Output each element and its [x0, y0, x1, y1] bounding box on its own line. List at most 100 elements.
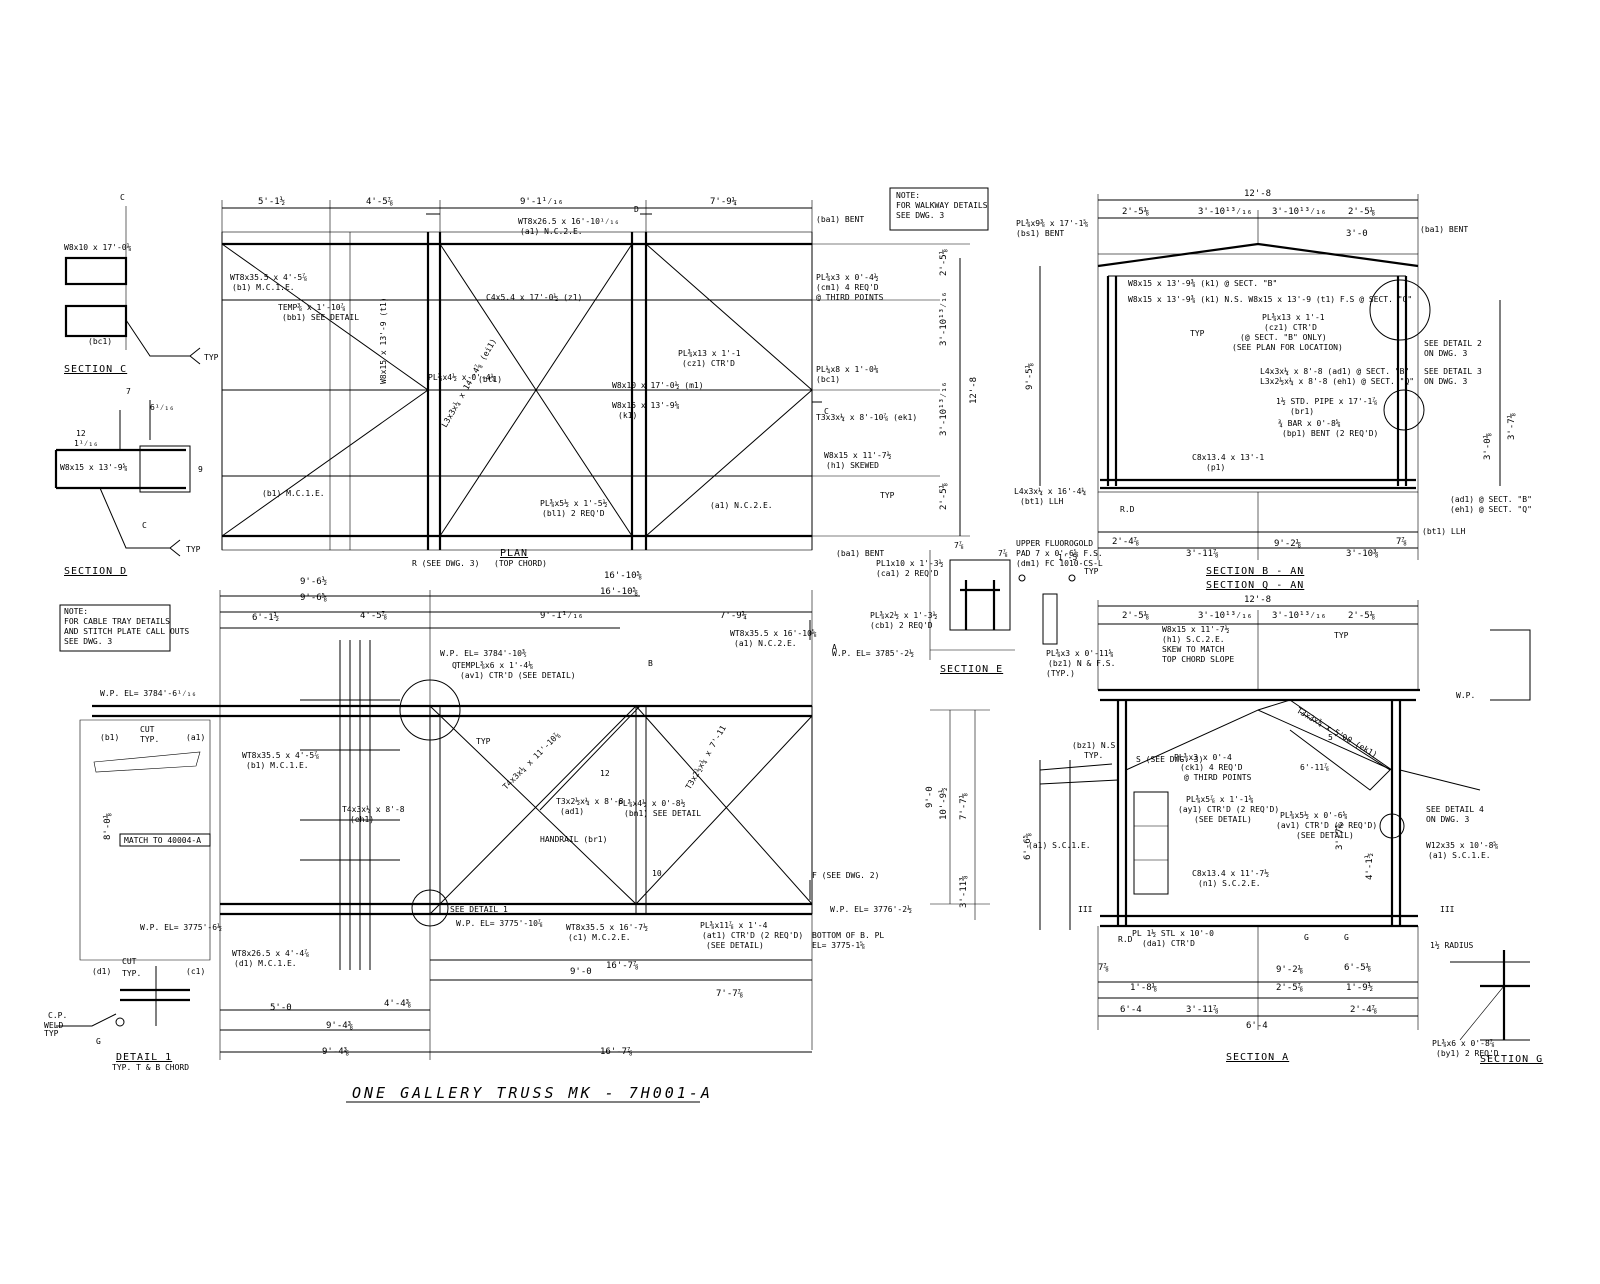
section-a-top-dim: 3'-10¹³⁄₁₆ — [1198, 611, 1252, 621]
plan-member-label: (a1) N.C.2.E. — [520, 227, 583, 236]
elevation-left-dim: 10'-9½ — [938, 787, 949, 820]
section-b-top-dim: 2'-5⅛ — [1348, 207, 1375, 217]
elevation-member-label: (bn1) SEE DETAIL — [624, 809, 701, 818]
section-e-label: PL⅜x2½ x 1'-3½ — [870, 610, 938, 620]
plan-member-label: C4x5.4 x 17'-0½ (z1) — [486, 292, 582, 302]
detail-1-label: G — [96, 1037, 101, 1046]
detail-1-label: (d1) — [92, 967, 111, 976]
section-a-bottom-dim: 2'-4⅞ — [1350, 1005, 1377, 1015]
plan-member-label: (k1) — [618, 411, 637, 420]
plan-member-label: R (SEE DWG. 3) — [412, 559, 479, 568]
section-title-detail-1-sub: TYP. T & B CHORD — [112, 1063, 189, 1072]
elevation-member-label: PL⅜x11⅞ x 1'-4 — [700, 921, 768, 930]
elevation-top-dim: 7'-9¼ — [720, 611, 747, 621]
elevation-member-label: Q — [452, 661, 457, 670]
section-e-label: TYP — [1084, 567, 1099, 576]
plan-member-label: (a1) N.C.2.E. — [710, 501, 773, 510]
section-a-label: W8x15 x 11'-7½ — [1162, 624, 1230, 634]
section-b-label: L3x2½x¼ x 8'-8 (eh1) @ SECT. "Q" — [1260, 376, 1414, 386]
section-e-label: (TYP.) — [1046, 669, 1075, 678]
section-e-label: 7⅞ — [954, 541, 964, 550]
section-b-label: (cz1) CTR'D — [1264, 323, 1317, 332]
section-a-bottom-dim: 6'-4 — [1246, 1021, 1268, 1031]
section-a-bottom-dim: 1'-8⅛ — [1130, 983, 1157, 993]
plan-member-label: PL⅜x4½ x 0'-4¼ — [428, 372, 496, 382]
plan-member-label: W8x15 x 13'-9⅝ — [612, 401, 680, 410]
note-cable-tray-line: FOR CABLE TRAY DETAILS — [64, 617, 170, 626]
plan-member-label: C — [824, 407, 829, 416]
plan-member-label: W8x15 x 13'-9 (t1) — [379, 297, 388, 384]
elevation-bottom-dim: 7'-7⅞ — [716, 989, 743, 999]
elevation-member-label: (b1) M.C.1.E. — [246, 761, 309, 770]
section-b-top-dim: 12'-8 — [1244, 189, 1271, 199]
plan-member-label: W8x10 x 17'-0½ (m1) — [612, 380, 704, 390]
section-a-label: (h1) S.C.2.E. — [1162, 635, 1225, 644]
elevation-member-label: (av1) CTR'D (SEE DETAIL) — [460, 671, 576, 680]
note-cable-tray-line: NOTE: — [64, 607, 88, 616]
plan-member-label: (b1) M.C.1.E. — [262, 489, 325, 498]
section-g-label: 1½ RADIUS — [1430, 940, 1474, 950]
section-e-label: PL⅜x3 x 0'-11⅝ — [1046, 649, 1114, 658]
plan-member-label: @ THIRD POINTS — [816, 293, 884, 302]
section-e-label: (ba1) BENT — [836, 549, 884, 558]
section-b-label: SEE DETAIL 3 — [1424, 367, 1482, 376]
section-d-label: 6¹⁄₁₆ — [150, 403, 174, 412]
section-g-label: (by1) 2 REQ'D — [1436, 1049, 1499, 1058]
section-a-bottom-dim: 9'-2⅛ — [1276, 965, 1303, 975]
detail-1-label: C.P. — [48, 1011, 67, 1020]
section-title-plan-sub: (TOP CHORD) — [494, 559, 547, 568]
plan-member-label: (bc1) — [816, 375, 840, 384]
plan-member-label: (bt1) — [478, 375, 502, 384]
elevation-top-dim: 9'-1¹⁄₁₆ — [540, 611, 583, 621]
section-e-view — [929, 550, 1076, 660]
section-a-side-dim: 4'-1½ — [1364, 853, 1375, 880]
elevation-wp-label: W.P. EL= 3785'-2½ — [832, 648, 914, 658]
section-b-label: (bs1) BENT — [1016, 229, 1064, 238]
plan-top-dim: 4'-5⅞ — [366, 197, 393, 207]
section-d-label: 7 — [126, 387, 131, 396]
section-a-label: 6'-11⅞ — [1300, 763, 1329, 772]
plan-view — [221, 187, 989, 551]
elevation-member-label: (a1) — [186, 733, 205, 742]
elevation-wp-label: W.P. EL= 3784'-10⅗ — [440, 649, 527, 658]
section-b-label: C8x13.4 x 13'-1 — [1192, 453, 1264, 462]
section-b-label: (p1) — [1206, 463, 1225, 472]
plan-member-label: D — [634, 205, 639, 214]
section-b-label: (eh1) @ SECT. "Q" — [1450, 505, 1532, 514]
elevation-member-label: (a1) N.C.2.E. — [734, 639, 797, 648]
section-b-side-dim: 3'-0⅛ — [1483, 433, 1493, 460]
section-a-bottom-dim: 2'-5⅞ — [1276, 983, 1303, 993]
elevation-member-label: 12 — [600, 769, 610, 778]
section-a-label: TYP — [1334, 631, 1349, 640]
section-a-label: (SEE DETAIL) — [1194, 815, 1252, 824]
plan-member-label: (h1) SKEWED — [826, 461, 879, 470]
plan-right-dim: 3'-10¹³⁄₁₆ — [939, 292, 949, 346]
section-b-bottom-dim: 3'-10⅜ — [1346, 549, 1379, 559]
section-a-label: (bz1) N.S. — [1072, 741, 1120, 750]
section-a-label: TOP CHORD SLOPE — [1162, 655, 1234, 664]
section-c-view — [64, 206, 201, 365]
section-a-view — [1039, 600, 1531, 1030]
plan-member-label: TYP — [880, 491, 895, 500]
elevation-top-dim: 9'-6½ — [300, 576, 327, 587]
note-cable-tray-line: AND STITCH PLATE CALL OUTS — [64, 627, 189, 636]
section-a-label: PL⅜x3 x 0'-4 — [1174, 753, 1232, 762]
elevation-top-dim: 6'-1½ — [252, 612, 279, 623]
section-a-label: (ck1) 4 REQ'D — [1180, 763, 1243, 772]
section-b-label: (ad1) @ SECT. "B" — [1450, 495, 1532, 504]
section-e-label: (bz1) N & F.S. — [1048, 659, 1115, 668]
section-d-label: 12 — [76, 429, 86, 438]
elevation-top-dim: 9'-6⅝ — [300, 593, 327, 603]
section-a-top-dim: 12'-8 — [1244, 595, 1271, 605]
elevation-member-label: (d1) M.C.1.E. — [234, 959, 297, 968]
plan-top-dim: 5'-1½ — [258, 196, 285, 207]
section-a-label: S (SEE DWG. 3) — [1136, 755, 1203, 764]
section-title-plan: PLAN — [500, 548, 528, 559]
plan-member-label: PL⅜x13 x 1'-1 — [678, 349, 741, 358]
section-a-label: III — [1440, 905, 1455, 914]
elevation-bottom-dim: 9'-4⅜ — [326, 1021, 353, 1031]
plan-member-label: (cm1) 4 REQ'D — [816, 283, 879, 292]
elevation-top-dim: 16'-10⅝ — [600, 587, 638, 597]
